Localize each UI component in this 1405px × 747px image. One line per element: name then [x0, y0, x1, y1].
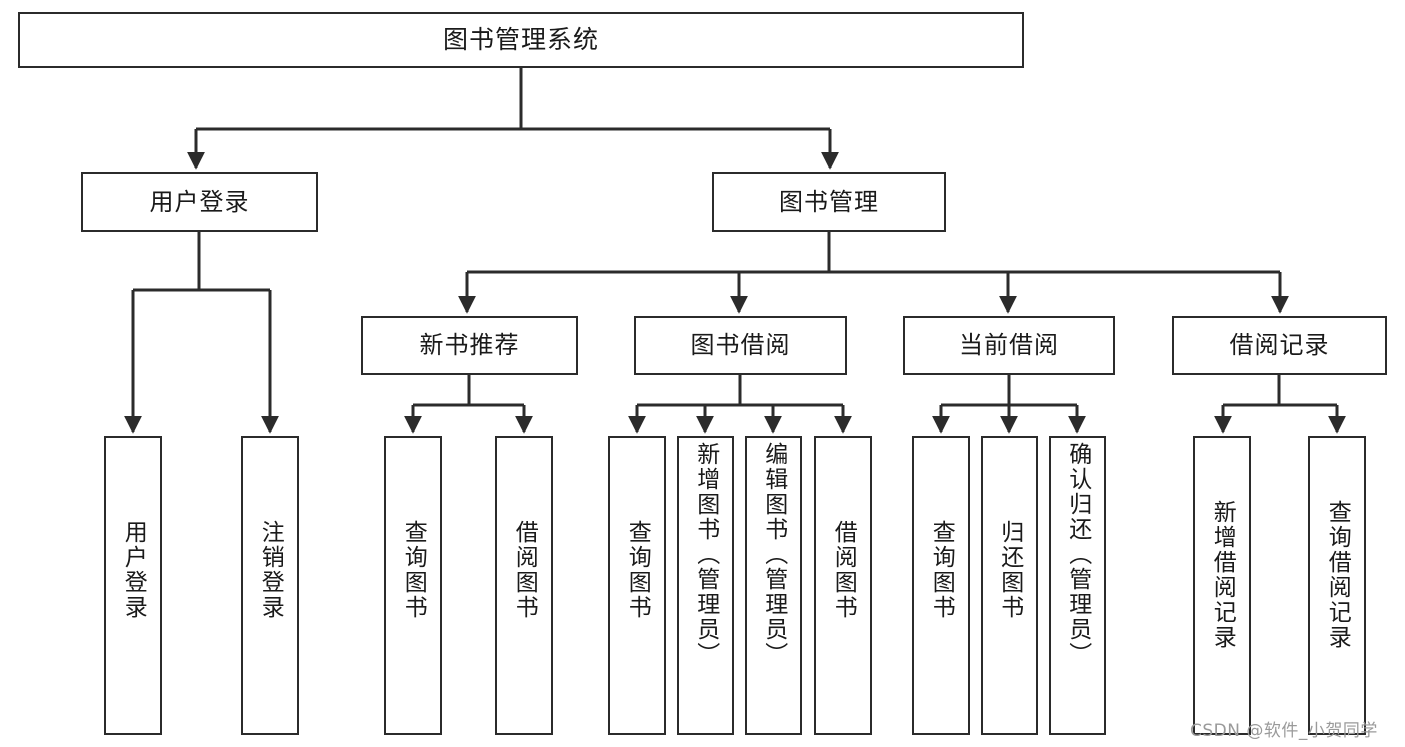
leaf-logout[interactable]: 注销登录: [241, 436, 299, 735]
node-new-book-recommendation[interactable]: 新书推荐: [361, 316, 578, 375]
leaf-query-borrow-record[interactable]: 查询借阅记录: [1308, 436, 1366, 735]
leaf-borrow-books-recommend[interactable]: 借阅图书: [495, 436, 553, 735]
node-label: 图书借阅: [690, 331, 791, 360]
node-label: 查询图书: [928, 520, 955, 620]
node-label: 注销登录: [257, 520, 284, 620]
leaf-edit-book-admin[interactable]: 编辑图书（管理员）: [745, 436, 802, 735]
leaf-return-books[interactable]: 归还图书: [981, 436, 1038, 735]
node-root-book-management-system[interactable]: 图书管理系统: [18, 12, 1024, 68]
leaf-user-login[interactable]: 用户登录: [104, 436, 162, 735]
node-label: 借阅记录: [1229, 331, 1330, 360]
node-label: 图书管理: [779, 187, 879, 216]
node-label: 归还图书: [996, 520, 1023, 620]
node-label: 借阅图书: [511, 520, 538, 620]
node-book-management[interactable]: 图书管理: [712, 172, 946, 232]
node-label: 新书推荐: [419, 331, 520, 360]
node-label: 图书管理系统: [442, 25, 599, 54]
node-label: 新增借阅记录: [1209, 500, 1236, 650]
leaf-confirm-return-admin[interactable]: 确认归还（管理员）: [1049, 436, 1106, 735]
node-label: 查询借阅记录: [1324, 500, 1351, 650]
leaf-query-books-borrow[interactable]: 查询图书: [608, 436, 666, 735]
node-label: 当前借阅: [959, 331, 1059, 360]
node-user-login[interactable]: 用户登录: [81, 172, 318, 232]
node-label: 用户登录: [149, 187, 250, 216]
node-label: 新增图书（管理员）: [692, 442, 719, 667]
leaf-query-books-recommend[interactable]: 查询图书: [384, 436, 442, 735]
leaf-add-book-admin[interactable]: 新增图书（管理员）: [677, 436, 734, 735]
node-label: 编辑图书（管理员）: [760, 442, 787, 667]
node-label: 借阅图书: [830, 520, 857, 620]
node-label: 确认归还（管理员）: [1064, 442, 1091, 667]
node-label: 查询图书: [400, 520, 427, 620]
leaf-borrow-books[interactable]: 借阅图书: [814, 436, 872, 735]
node-current-borrowing[interactable]: 当前借阅: [903, 316, 1115, 375]
leaf-add-borrow-record[interactable]: 新增借阅记录: [1193, 436, 1251, 735]
node-label: 查询图书: [624, 520, 651, 620]
node-book-borrowing[interactable]: 图书借阅: [634, 316, 847, 375]
node-label: 用户登录: [120, 520, 147, 620]
csdn-watermark: CSDN @软件_小贺同学: [1190, 721, 1378, 741]
node-borrowing-records[interactable]: 借阅记录: [1172, 316, 1387, 375]
leaf-query-books-current[interactable]: 查询图书: [912, 436, 970, 735]
